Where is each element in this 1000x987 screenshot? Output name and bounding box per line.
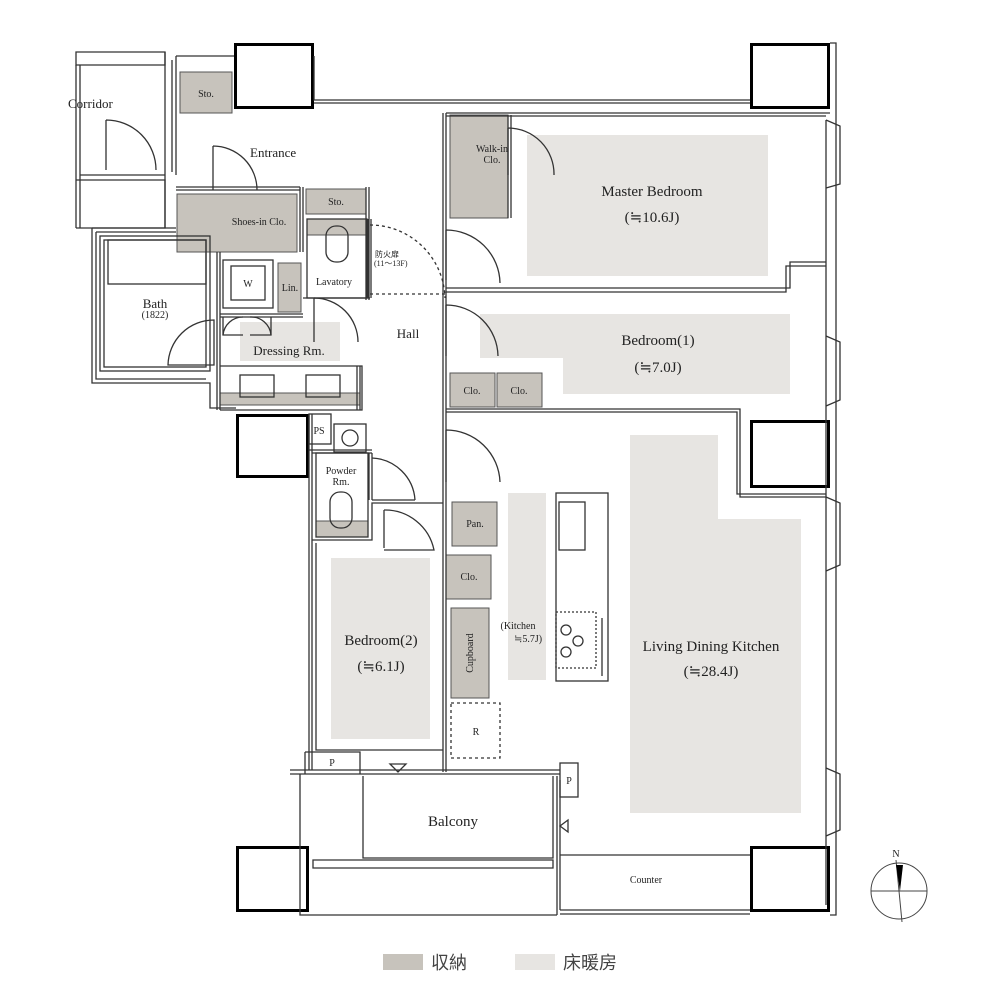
label-master-size: (≒10.6J) [625, 210, 680, 226]
label-hall: Hall [397, 326, 420, 341]
heat-kitchen [508, 493, 546, 680]
storage-cupboard [450, 607, 490, 699]
compass [870, 859, 928, 923]
label-bath-size: (1822) [142, 310, 169, 321]
label-p-left: P [329, 758, 335, 769]
label-pantry: Pan. [466, 519, 484, 530]
label-ldk: Living Dining Kitchen [643, 639, 780, 655]
label-powder-1: Powder [326, 466, 357, 477]
label-powder-2: Rm. [333, 477, 350, 488]
label-kitchen-1: (Kitchen [501, 621, 536, 632]
walls [75, 42, 841, 916]
storage-shoes-in [176, 193, 298, 253]
storage-clo-a [449, 372, 496, 408]
label-fire-door: 防火扉 [375, 249, 399, 259]
room-labels: Corridor Entrance Sto. Sto. Shoes-in Clo… [68, 89, 900, 886]
label-north: N [892, 849, 899, 860]
heat-bedroom1 [480, 314, 790, 394]
storage-sto-mid [305, 188, 367, 215]
label-shoes-in: Shoes-in Clo. [232, 217, 286, 228]
label-walk-in-1: Walk-in [476, 144, 508, 155]
label-bedroom1-size: (≒7.0J) [634, 360, 681, 376]
heat-ldk [630, 435, 801, 813]
heat-bedroom2 [331, 558, 430, 739]
storage-sto-top [179, 71, 233, 114]
label-walk-in-2: Clo. [484, 155, 501, 166]
label-ps: PS [313, 426, 324, 437]
label-washer: W [243, 279, 253, 290]
label-master-bedroom: Master Bedroom [601, 184, 703, 200]
storage-clo-b [496, 372, 543, 408]
storage-powder-counter [315, 520, 369, 538]
heat-dressing [240, 322, 340, 361]
label-clo-a: Clo. [464, 386, 481, 397]
label-kitchen-2: ≒5.7J) [514, 634, 542, 645]
label-clo-b: Clo. [511, 386, 528, 397]
legend-storage-label: 収納 [431, 953, 467, 974]
label-fridge: R [473, 727, 480, 738]
label-bath: Bath [143, 296, 168, 311]
legend: 収納 床暖房 [0, 948, 1000, 976]
label-p-right: P [566, 776, 572, 787]
storage-linen [277, 262, 302, 313]
label-sto-top: Sto. [198, 89, 214, 100]
label-entrance: Entrance [250, 145, 296, 160]
label-dressing: Dressing Rm. [253, 343, 325, 358]
legend-storage-swatch [383, 954, 423, 970]
label-bedroom2: Bedroom(2) [344, 633, 417, 649]
label-counter: Counter [630, 875, 663, 886]
label-corridor: Corridor [68, 96, 113, 111]
legend-storage: 収納 [383, 949, 467, 975]
label-balcony: Balcony [428, 814, 478, 830]
label-linen: Lin. [282, 283, 298, 294]
storage-areas [176, 71, 543, 699]
floor-heating-areas [240, 135, 801, 813]
storage-pantry [451, 501, 498, 547]
storage-lav-counter [306, 218, 368, 236]
storage-dressing-bottom [219, 392, 361, 406]
label-cupboard: Cupboard [465, 633, 476, 672]
legend-floor-heating: 床暖房 [515, 949, 617, 975]
label-bedroom2-size: (≒6.1J) [357, 659, 404, 675]
label-ldk-size: (≒28.4J) [684, 664, 739, 680]
label-lavatory: Lavatory [316, 277, 352, 288]
label-clo-c: Clo. [461, 572, 478, 583]
label-sto-mid: Sto. [328, 197, 344, 208]
legend-floor-heating-swatch [515, 954, 555, 970]
label-fire-door-floors: (11〜13F) [374, 259, 408, 268]
legend-floor-heating-label: 床暖房 [563, 953, 617, 974]
storage-clo-c [445, 554, 492, 600]
heat-master-bedroom [527, 135, 768, 276]
storage-walk-in [449, 114, 509, 219]
label-bedroom1: Bedroom(1) [621, 333, 694, 349]
